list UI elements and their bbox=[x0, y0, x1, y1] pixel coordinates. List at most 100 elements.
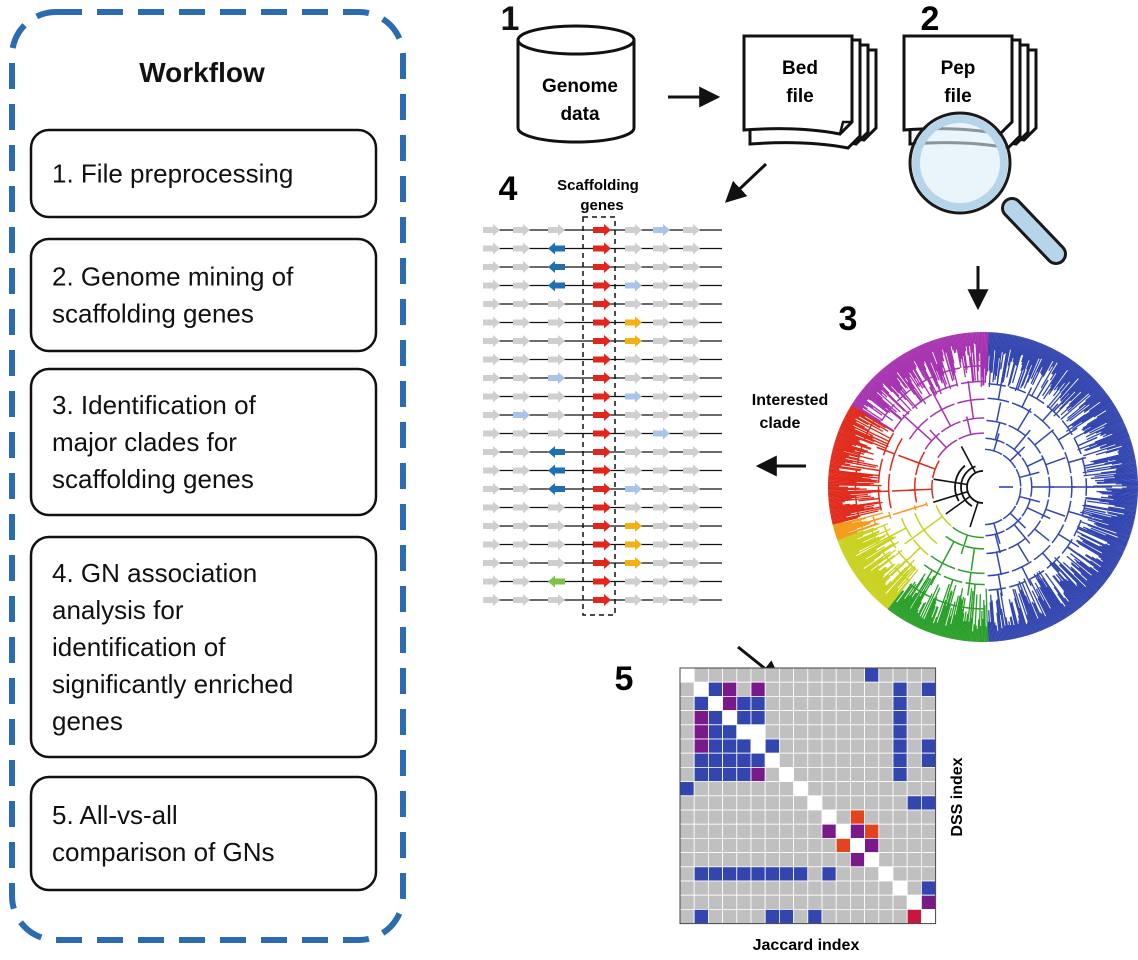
heatmap-cell bbox=[879, 767, 893, 781]
heatmap-cell bbox=[907, 711, 921, 725]
gene-arrow bbox=[548, 354, 565, 366]
heatmap-cell bbox=[836, 711, 850, 725]
heatmap-cell bbox=[694, 753, 708, 767]
tree-internal-branch bbox=[997, 552, 1002, 575]
heatmap-cell bbox=[808, 796, 822, 810]
gene-arrow bbox=[653, 428, 670, 440]
gene-arrow bbox=[548, 224, 565, 236]
gene-arrow bbox=[625, 594, 642, 606]
heatmap-cell bbox=[723, 739, 737, 753]
heatmap-cell bbox=[751, 767, 765, 781]
heatmap-cell bbox=[822, 753, 836, 767]
gene-arrow bbox=[683, 317, 700, 329]
heatmap-cell bbox=[751, 881, 765, 895]
heatmap-cell bbox=[765, 668, 779, 682]
tree-internal-arc bbox=[1012, 562, 1031, 571]
heatmap-cell bbox=[694, 711, 708, 725]
gene-arrow bbox=[513, 335, 530, 347]
gene-arrow bbox=[548, 520, 565, 532]
heatmap-cell bbox=[836, 824, 850, 838]
heatmap-cell bbox=[723, 867, 737, 881]
workflow-step-2-line-2: scaffolding genes bbox=[52, 299, 254, 329]
heatmap-cell bbox=[865, 782, 879, 796]
phylogenetic-tree bbox=[828, 332, 1138, 642]
heatmap-cell bbox=[765, 824, 779, 838]
heatmap-cell bbox=[822, 895, 836, 909]
scaffolding-gene-arrow bbox=[593, 298, 611, 310]
gene-arrow bbox=[548, 557, 565, 569]
scaffolding-gene-arrow bbox=[593, 446, 611, 458]
heatmap-cell bbox=[794, 853, 808, 867]
heatmap-cell bbox=[921, 853, 935, 867]
gene-arrow bbox=[483, 280, 500, 292]
gene-arrow bbox=[513, 372, 530, 384]
tree-leaf-branch bbox=[1116, 483, 1138, 484]
heatmap-cell bbox=[921, 838, 935, 852]
heatmap-cell bbox=[723, 725, 737, 739]
heatmap-cell bbox=[893, 753, 907, 767]
tree-internal-arc bbox=[925, 433, 939, 449]
gene-arrow bbox=[625, 372, 642, 384]
heatmap-cell bbox=[708, 796, 722, 810]
heatmap-cell bbox=[751, 810, 765, 824]
gene-arrow bbox=[513, 520, 530, 532]
tree-internal-branch bbox=[1042, 404, 1058, 421]
scaffolding-gene-arrow bbox=[593, 391, 611, 403]
heatmap-cell bbox=[822, 782, 836, 796]
tree-internal-branch bbox=[1046, 509, 1065, 516]
heatmap-cell bbox=[822, 853, 836, 867]
tree-internal-arc bbox=[1006, 518, 1021, 531]
tree-internal-branch bbox=[892, 490, 915, 491]
heatmap-cell bbox=[779, 725, 793, 739]
heatmap-cell bbox=[879, 895, 893, 909]
gene-arrow bbox=[513, 409, 530, 421]
heatmap-cell bbox=[893, 668, 907, 682]
heatmap-cell bbox=[879, 725, 893, 739]
heatmap-cell bbox=[808, 682, 822, 696]
heatmap-cell bbox=[822, 867, 836, 881]
heatmap-cell bbox=[680, 867, 694, 881]
gene-arrow bbox=[483, 372, 500, 384]
gene-arrow bbox=[683, 391, 700, 403]
heatmap-cell bbox=[751, 796, 765, 810]
gene-arrow bbox=[653, 409, 670, 421]
heatmap-cell bbox=[879, 796, 893, 810]
heatmap-cell bbox=[836, 682, 850, 696]
database-label-line-1: Genome bbox=[542, 76, 618, 97]
heatmap-cell bbox=[708, 909, 722, 923]
gene-arrow bbox=[625, 335, 642, 347]
heatmap-cell bbox=[921, 682, 935, 696]
heatmap-cell bbox=[723, 824, 737, 838]
heatmap-cell bbox=[893, 881, 907, 895]
heatmap-cell bbox=[794, 909, 808, 923]
heatmap-cell bbox=[808, 853, 822, 867]
tree-internal-branch bbox=[998, 378, 1002, 399]
heatmap-cell bbox=[751, 725, 765, 739]
heatmap-cell bbox=[893, 782, 907, 796]
tree-internal-arc bbox=[1034, 545, 1050, 559]
heatmap-cell bbox=[723, 782, 737, 796]
heatmap-cell bbox=[737, 668, 751, 682]
heatmap-cell bbox=[680, 909, 694, 923]
heatmap-cell bbox=[893, 725, 907, 739]
gene-arrow bbox=[483, 261, 500, 273]
heatmap-cell bbox=[680, 824, 694, 838]
heatmap-cell bbox=[808, 895, 822, 909]
gene-arrow bbox=[513, 594, 530, 606]
scaffolding-gene-arrow bbox=[593, 502, 611, 514]
scaffolding-gene-arrow bbox=[593, 261, 611, 273]
heatmap-cell bbox=[921, 711, 935, 725]
workflow-step-4-line-1: 4. GN association bbox=[52, 558, 257, 588]
gene-arrow bbox=[548, 594, 565, 606]
heatmap-cell bbox=[737, 696, 751, 710]
pep-label-line-1: Pep bbox=[941, 58, 976, 79]
gene-arrow bbox=[548, 372, 565, 384]
heatmap-cell bbox=[751, 739, 765, 753]
heatmap-cell bbox=[822, 838, 836, 852]
heatmap-cell bbox=[865, 711, 879, 725]
heatmap-cell bbox=[737, 711, 751, 725]
gene-arrow bbox=[625, 428, 642, 440]
scaffolding-gene-arrow bbox=[593, 465, 611, 477]
